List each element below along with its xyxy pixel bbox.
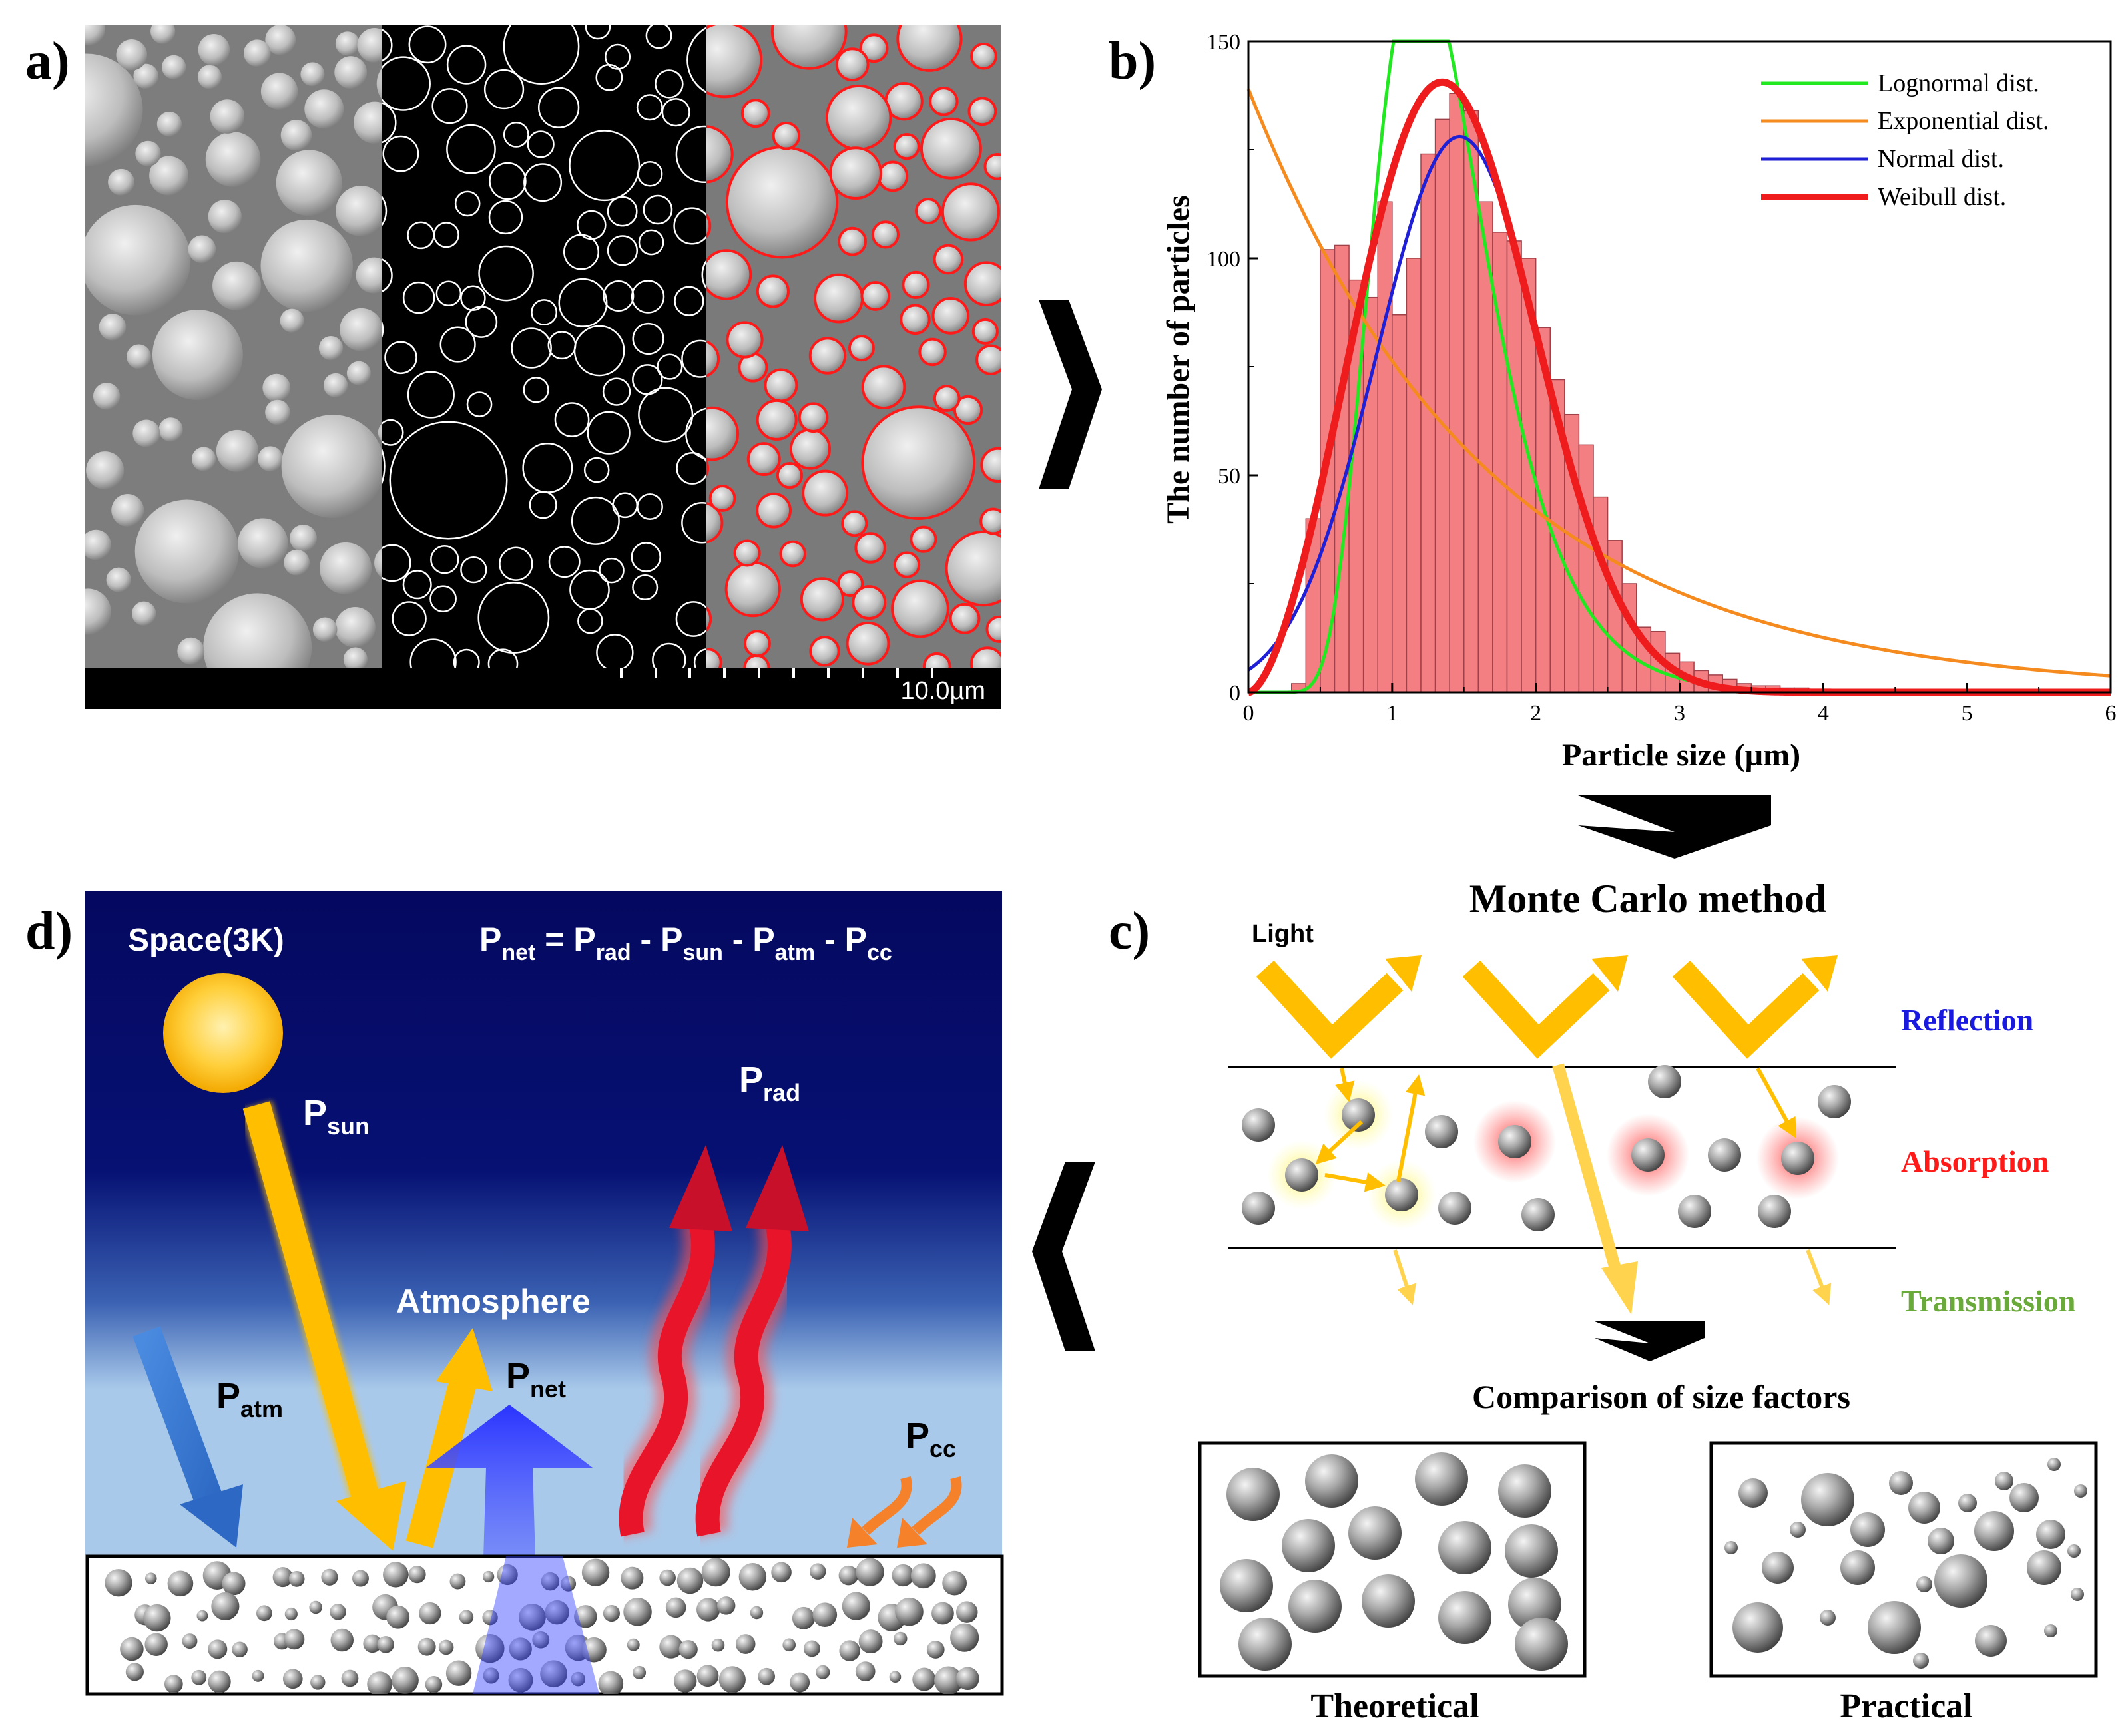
sun-icon [163,973,283,1093]
monte-carlo-title: Monte Carlo method [1469,877,1827,921]
transmission-big-arrow [1552,1063,1638,1315]
chevron-down-small-icon [1595,1321,1705,1361]
y-axis-label: The number of particles [1161,195,1196,524]
reflection-label: Reflection [1901,1003,2033,1037]
legend-entry: Exponential dist. [1878,107,2049,135]
chevron-right-icon [1039,300,1102,489]
y-tick-label: 0 [1229,681,1240,706]
histogram-chart: 0 1 2 3 4 5 6 0 50 100 150 Lognormal dist. Exponent… [1161,30,2117,773]
reflection-arrowheads [1385,955,1838,992]
monte-carlo-slab [1228,1065,1896,1249]
histogram-bar [1434,118,1450,693]
reflection-arrows [1256,960,1820,1059]
chevron-left-icon [1032,1162,1095,1351]
panel-label-d: d) [25,902,73,961]
sem-image: 10.0µm [85,25,1001,709]
comparison-title: Comparison of size factors [1472,1378,1850,1415]
p-net-label: Pnet [506,1356,566,1403]
net-power-arrow [426,1405,593,1694]
light-label: Light [1252,920,1314,948]
p-sun-label: Psun [303,1093,370,1140]
transmission-arrows [1393,1249,1832,1305]
x-tick-label: 3 [1674,701,1685,726]
histogram-bar [1593,496,1609,693]
p-cc-label: Pcc [906,1416,956,1462]
energy-balance-equation: Pnet = Prad - Psun - Patm - Pcc [479,921,892,965]
histogram-bar [1377,201,1393,693]
convection-arrowheads [847,1518,927,1548]
sun-ray-arrow [240,1100,406,1551]
series-line-exponential [1246,88,2111,678]
theoretical-label: Theoretical [1310,1687,1479,1725]
cooling-film-slab [85,1554,1004,1696]
theoretical-box [1198,1441,1587,1678]
panel-label-b: b) [1109,32,1156,91]
convection-arrows [862,1476,962,1535]
x-tick-label: 5 [1962,701,1973,726]
absorption-label: Absorption [1901,1144,2049,1178]
radiation-arrows [611,1145,809,1538]
scatter-arrows [1315,1067,1796,1192]
chevron-down-icon [1578,795,1771,859]
atmosphere-label: Atmosphere [396,1283,591,1320]
panel-label-a: a) [25,32,70,91]
space-label: Space(3K) [128,923,284,958]
practical-label: Practical [1840,1687,1972,1725]
p-rad-label: Prad [739,1060,800,1106]
y-tick-label: 50 [1218,464,1240,489]
p-atm-label: Patm [216,1376,283,1422]
x-axis-label: Particle size (µm) [1562,738,1800,773]
histogram-bar [1578,444,1594,693]
x-tick-label: 4 [1818,701,1829,726]
x-tick-label: 6 [2105,701,2117,726]
legend-entry: Normal dist. [1878,145,2004,173]
panel-label-c: c) [1109,902,1150,961]
histogram-bar [1406,258,1422,693]
scale-bar-label: 10.0µm [900,677,985,705]
x-tick-label: 0 [1243,701,1254,726]
y-tick-label: 150 [1206,30,1240,55]
legend-entry: Lognormal dist. [1878,69,2039,97]
x-tick-label: 1 [1386,701,1398,726]
transmission-label: Transmission [1901,1284,2075,1318]
histogram-bar [1420,153,1436,693]
y-tick-label: 100 [1206,247,1240,272]
histogram-bar [1621,583,1637,693]
histogram-bar [1506,240,1522,693]
atmosphere-arrow [132,1326,243,1548]
x-tick-label: 2 [1530,701,1541,726]
histogram-bar [1449,93,1465,693]
legend-entry: Weibull dist. [1878,183,2006,211]
practical-box [1709,1441,2098,1678]
